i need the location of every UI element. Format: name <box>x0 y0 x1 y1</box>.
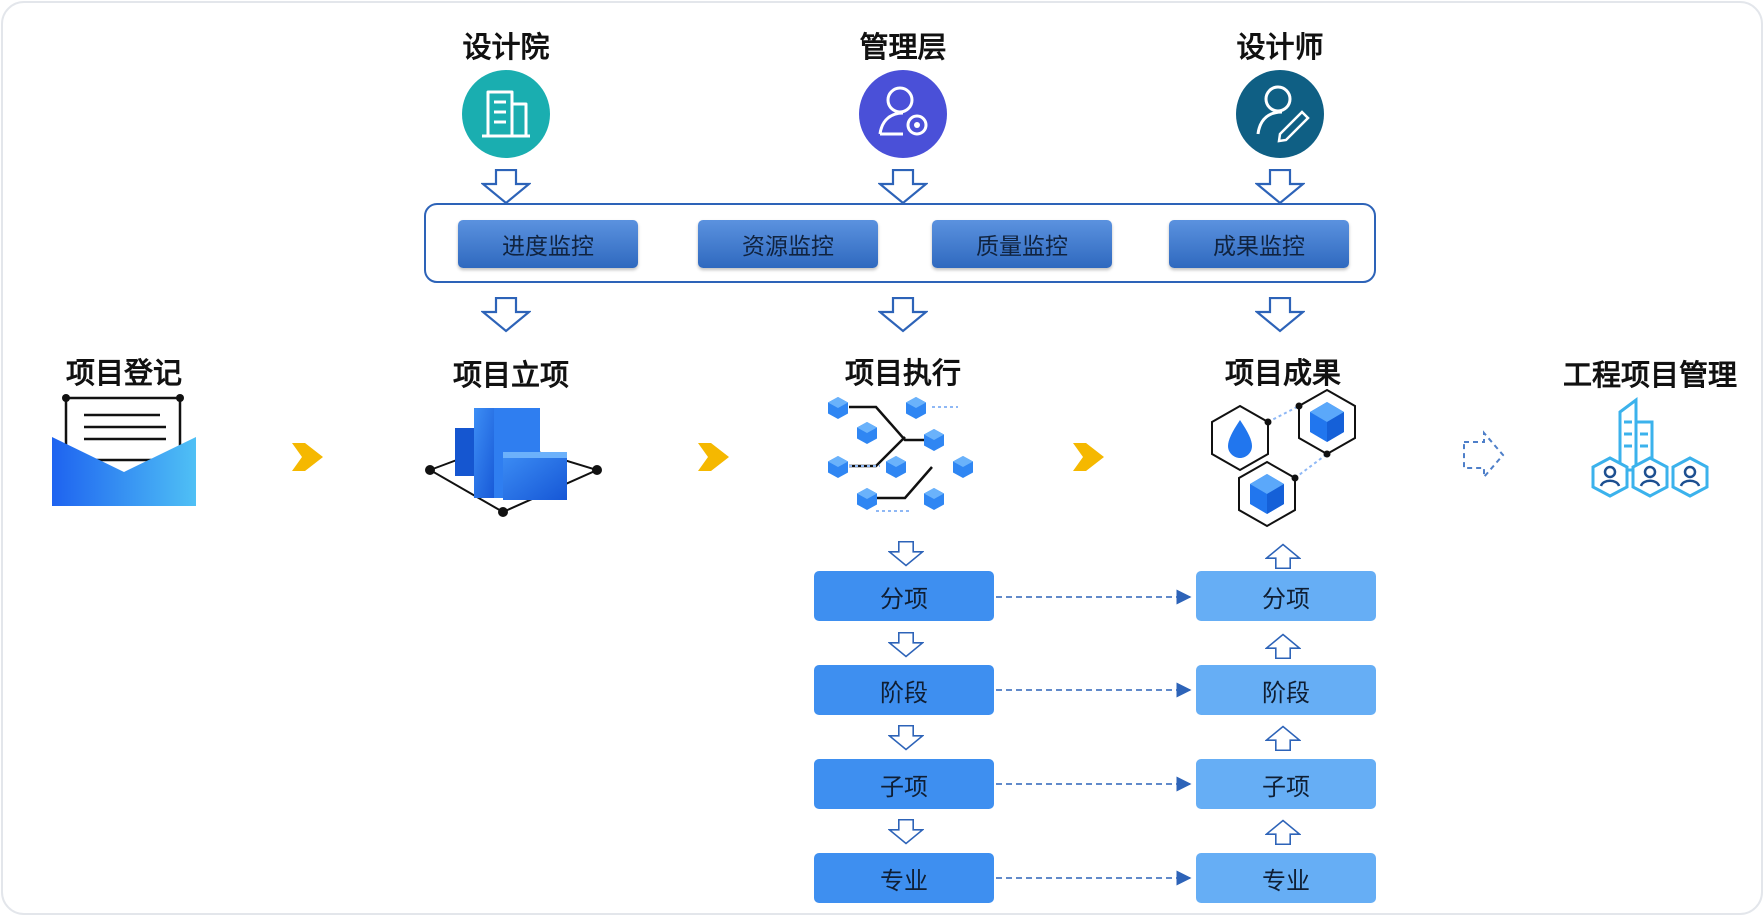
flow-arrow <box>698 443 729 471</box>
monitor-panel <box>424 203 1376 283</box>
progress-monitor-button[interactable]: 进度监控 <box>458 220 638 268</box>
flow-arrow <box>292 443 323 471</box>
cubes-icon <box>1211 388 1356 528</box>
result-monitor-button[interactable]: 成果监控 <box>1169 220 1349 268</box>
flow-arrow <box>1073 443 1104 471</box>
stage-label-manage: 工程项目管理 <box>1562 358 1737 392</box>
exec-item-child[interactable]: 子项 <box>814 759 994 809</box>
resource-monitor-button[interactable]: 资源监控 <box>698 220 878 268</box>
exec-item-subitem[interactable]: 分项 <box>814 571 994 621</box>
role-label-designer: 设计师 <box>1236 30 1324 64</box>
role-label-design-institute: 设计院 <box>462 30 550 64</box>
stage-label-result: 项目成果 <box>1224 356 1341 390</box>
result-item-phase[interactable]: 阶段 <box>1196 665 1376 715</box>
user-gear-icon <box>859 70 947 158</box>
exec-item-phase[interactable]: 阶段 <box>814 665 994 715</box>
quality-monitor-button[interactable]: 质量监控 <box>932 220 1112 268</box>
dashed-flow-arrow <box>1463 430 1505 480</box>
role-label-management: 管理层 <box>859 30 947 64</box>
result-item-subitem[interactable]: 分项 <box>1196 571 1376 621</box>
stage-label-register: 项目登记 <box>65 356 182 390</box>
stage-label-setup: 项目立项 <box>452 358 569 392</box>
blocks-icon <box>425 408 602 517</box>
exec-item-discipline[interactable]: 专业 <box>814 853 994 903</box>
stage-label-execute: 项目执行 <box>844 356 961 390</box>
envelope-icon <box>52 394 196 506</box>
team-building-icon <box>1591 397 1709 498</box>
user-edit-icon <box>1236 70 1324 158</box>
result-item-discipline[interactable]: 专业 <box>1196 853 1376 903</box>
network-icon <box>828 397 973 512</box>
building-icon <box>462 70 550 158</box>
result-item-child[interactable]: 子项 <box>1196 759 1376 809</box>
